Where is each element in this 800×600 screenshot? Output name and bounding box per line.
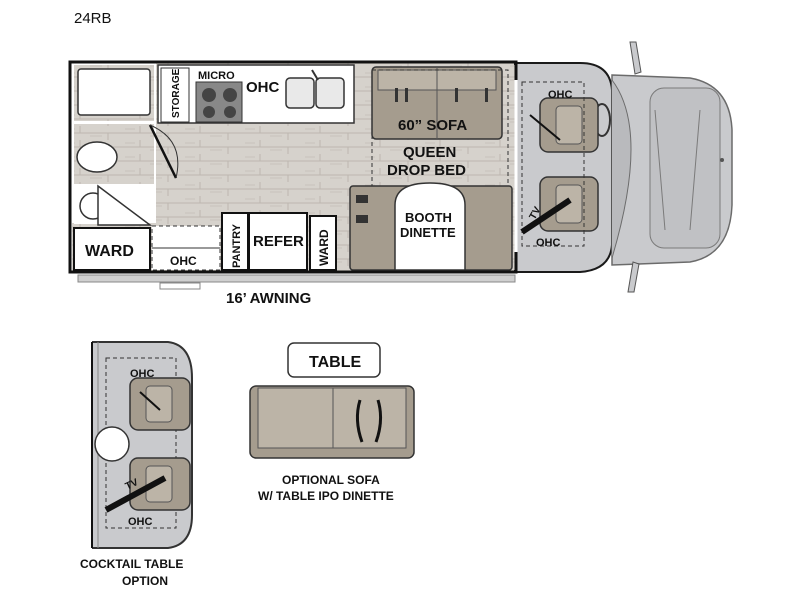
- storage-label: STORAGE: [171, 68, 182, 118]
- sofa-label: 60” SOFA: [398, 117, 467, 134]
- bath-door: [148, 124, 178, 179]
- entry-step: [159, 282, 201, 290]
- table-label: TABLE: [309, 354, 361, 371]
- cocktail-ohc-bottom: OHC: [128, 516, 153, 528]
- refer-label: REFER: [253, 233, 304, 250]
- cab: OHC OHC TV: [514, 41, 733, 293]
- storage-cabinet: [160, 67, 190, 123]
- ward-left-label: WARD: [85, 243, 134, 260]
- dinette-table: [394, 182, 466, 271]
- ohc-bottom-label: OHC: [170, 254, 197, 268]
- queen-label-2: DROP BED: [387, 162, 466, 179]
- kitchen-ohc-label: OHC: [246, 79, 280, 96]
- cocktail-caption-1: COCKTAIL TABLE: [80, 557, 183, 571]
- pantry: [221, 212, 249, 271]
- cocktail-table-option: OHC OHC TV COCKTAIL TABLE OPTION: [80, 341, 193, 588]
- optional-sofa: TABLE OPTIONAL SOFA W/ TABLE IPO DINETTE: [249, 342, 415, 503]
- awning: [77, 274, 516, 283]
- main-floorplan: OHC OHC TV 60” SOFA QUEEN DROP BED BOOTH…: [68, 41, 733, 307]
- booth-label-2: DINETTE: [400, 225, 456, 240]
- model-name: 24RB: [74, 10, 112, 27]
- cooktop: [195, 81, 243, 123]
- table-box: [287, 342, 381, 378]
- cocktail-table: [94, 426, 130, 462]
- booth-label-1: BOOTH: [405, 210, 452, 225]
- refrigerator: [248, 212, 308, 271]
- wardrobe-left: [73, 227, 151, 271]
- cocktail-ohc-top: OHC: [130, 368, 155, 380]
- awning-label: 16’ AWNING: [226, 290, 311, 307]
- cab-tv-icon: [520, 197, 572, 235]
- cocktail-caption-2: OPTION: [122, 574, 168, 588]
- shower: [77, 68, 151, 116]
- queen-label-1: QUEEN: [403, 144, 456, 161]
- sink-right: [315, 77, 345, 109]
- sofa-caption-1: OPTIONAL SOFA: [282, 473, 380, 487]
- sofa-caption-2: W/ TABLE IPO DINETTE: [258, 489, 394, 503]
- ward-right-label: WARD: [317, 229, 331, 266]
- pantry-label: PANTRY: [231, 223, 243, 268]
- cab-ohc-top: OHC: [548, 89, 573, 101]
- toilet: [76, 141, 118, 173]
- wardrobe-right: [309, 215, 337, 271]
- sink-left: [285, 77, 315, 109]
- cocktail-tv-label: TV: [124, 477, 141, 493]
- cab-ohc-bottom: OHC: [536, 237, 561, 249]
- cocktail-tv-icon: [104, 475, 167, 513]
- micro-label: MICRO: [198, 70, 235, 82]
